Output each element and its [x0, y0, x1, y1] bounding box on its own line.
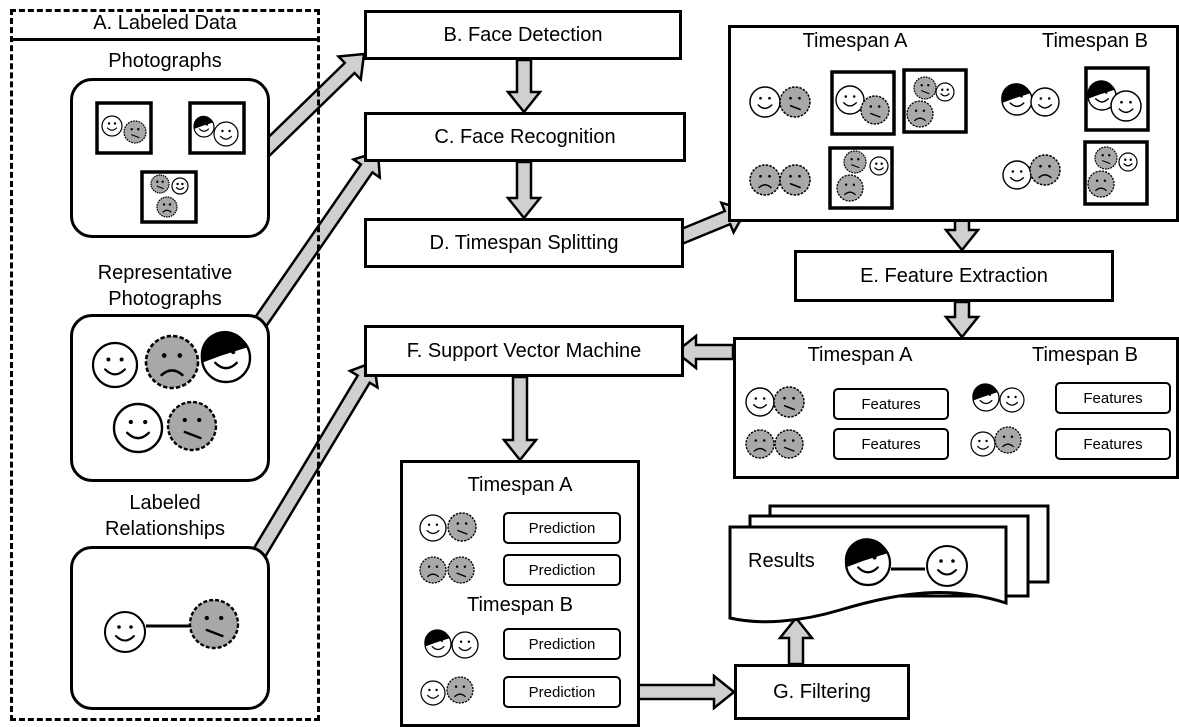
- arrow-extraction-to-features: [943, 300, 981, 340]
- features-a2: Features: [833, 428, 949, 460]
- features-timespan-b-label: Timespan B: [1032, 344, 1138, 366]
- feature-extraction-step: E. Feature Extraction: [794, 250, 1114, 302]
- labeled-data-title: A. Labeled Data: [10, 9, 320, 41]
- split-timespan-a-label: Timespan A: [802, 30, 908, 52]
- arrow-recognition-to-splitting: [505, 160, 543, 221]
- filtering-step: G. Filtering: [734, 664, 910, 720]
- arrow-predictions-to-filtering: [626, 673, 737, 711]
- prediction-b1: Prediction: [503, 628, 621, 660]
- features-a1: Features: [833, 388, 949, 420]
- predictions-timespan-a-label: Timespan A: [467, 474, 573, 496]
- results-label: Results: [748, 550, 815, 572]
- prediction-b2: Prediction: [503, 676, 621, 708]
- arrow-features-to-svm: [673, 333, 735, 371]
- photographs-box: [70, 78, 270, 238]
- features-timespan-a-label: Timespan A: [807, 344, 913, 366]
- timespan-splitting-step: D. Timespan Splitting: [364, 218, 684, 268]
- timespan-split-panel: [728, 25, 1179, 222]
- relationships-box: [70, 546, 270, 710]
- features-b2: Features: [1055, 428, 1171, 460]
- arrow-relationships-to-svm: [247, 360, 379, 566]
- representative-box: [70, 314, 270, 482]
- labeled-data-panel: [10, 9, 320, 721]
- face-detection-step: B. Face Detection: [364, 10, 682, 60]
- split-timespan-b-label: Timespan B: [1042, 30, 1148, 52]
- features-b1: Features: [1055, 382, 1171, 414]
- arrow-filtering-to-results: [777, 615, 815, 666]
- face-recognition-step: C. Face Recognition: [364, 112, 686, 162]
- relationships-label: Labeled Relationships: [104, 492, 226, 540]
- arrow-detection-to-recognition: [505, 58, 543, 115]
- photographs-label: Photographs: [108, 50, 222, 72]
- svm-step: F. Support Vector Machine: [364, 325, 684, 377]
- prediction-a1: Prediction: [503, 512, 621, 544]
- arrow-svm-to-predictions: [501, 375, 539, 463]
- prediction-a2: Prediction: [503, 554, 621, 586]
- predictions-timespan-b-label: Timespan B: [467, 594, 573, 616]
- representative-label: Representative Photographs: [97, 262, 233, 310]
